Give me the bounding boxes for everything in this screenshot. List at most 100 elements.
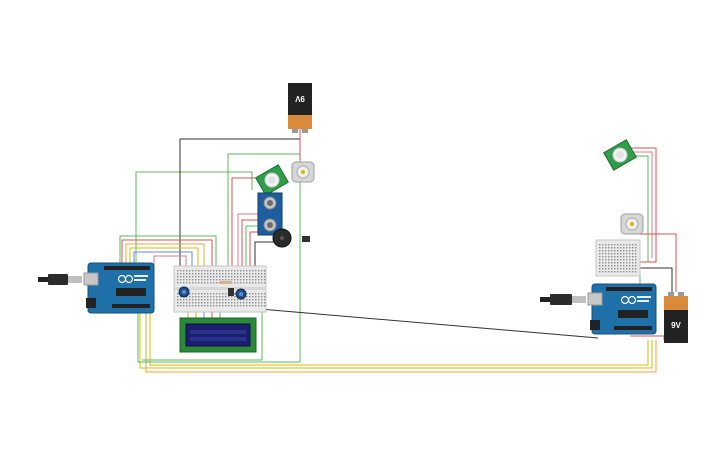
breadboard-hole <box>189 270 191 272</box>
breadboard-hole <box>222 273 224 275</box>
breadboard-hole <box>180 282 182 284</box>
ultrasonic-sensor[interactable] <box>257 192 283 236</box>
pir-sensor-left[interactable] <box>255 164 289 196</box>
breadboard-right[interactable] <box>595 239 641 277</box>
usb-cable-left[interactable] <box>38 274 82 285</box>
breadboard-hole <box>635 247 637 249</box>
lcd-16x2[interactable] <box>179 317 257 353</box>
dc-motor-left[interactable] <box>291 161 315 183</box>
breadboard-hole <box>635 268 637 270</box>
breadboard-hole <box>216 302 218 304</box>
breadboard-hole <box>626 250 628 252</box>
breadboard-hole <box>219 305 221 307</box>
wire-yellow-ard-3[interactable] <box>129 247 199 268</box>
breadboard-hole <box>623 271 625 273</box>
breadboard-hole <box>195 296 197 298</box>
breadboard-hole <box>258 296 260 298</box>
breadboard-hole <box>605 259 607 261</box>
breadboard-hole <box>623 262 625 264</box>
breadboard-hole <box>623 256 625 258</box>
breadboard-hole <box>246 299 248 301</box>
breadboard-hole <box>210 305 212 307</box>
battery-9v-left[interactable]: 9V <box>288 83 312 133</box>
wire-black-buzzer[interactable] <box>254 241 278 268</box>
transistor[interactable] <box>228 288 234 296</box>
dc-motor-right[interactable] <box>620 213 644 235</box>
breadboard-hole <box>620 256 622 258</box>
breadboard-hole <box>249 279 251 281</box>
breadboard-hole <box>222 305 224 307</box>
battery-9v-right[interactable]: 9V <box>664 292 688 343</box>
wire-orange-ard-2[interactable] <box>125 243 205 268</box>
breadboard-hole <box>264 270 266 272</box>
usb-cable-right[interactable] <box>540 294 586 305</box>
wire-green-tall-loop[interactable] <box>137 153 301 363</box>
breadboard-hole <box>219 293 221 295</box>
breadboard-hole <box>231 305 233 307</box>
breadboard-hole <box>261 293 263 295</box>
breadboard-hole <box>608 265 610 267</box>
breadboard-hole <box>198 282 200 284</box>
breadboard-hole <box>198 270 200 272</box>
wire-blue-ard-4[interactable] <box>133 251 193 268</box>
potentiometer-2[interactable] <box>235 288 247 300</box>
breadboard-hole <box>264 279 266 281</box>
breadboard-hole <box>189 282 191 284</box>
wire-orange-bus-2[interactable] <box>145 268 657 373</box>
wire-green-left-loop[interactable] <box>135 171 253 265</box>
breadboard-hole <box>228 305 230 307</box>
breadboard-hole <box>177 282 179 284</box>
breadboard-hole <box>213 299 215 301</box>
breadboard-hole <box>617 259 619 261</box>
breadboard-hole <box>180 305 182 307</box>
breadboard-hole <box>219 279 221 281</box>
breadboard-hole <box>602 265 604 267</box>
breadboard-hole <box>605 256 607 258</box>
wire-pink-ard-6[interactable] <box>153 255 187 268</box>
breadboard-hole <box>620 244 622 246</box>
breadboard-left[interactable] <box>173 265 267 313</box>
breadboard-hole <box>635 244 637 246</box>
potentiometer-1[interactable] <box>178 286 190 298</box>
wire-pink-right-pir[interactable] <box>632 151 653 258</box>
breadboard-hole <box>249 293 251 295</box>
battery-right-label: 9V <box>671 321 681 330</box>
breadboard-hole <box>599 253 601 255</box>
breadboard-hole <box>216 293 218 295</box>
wire-black-cross[interactable] <box>247 307 599 339</box>
breadboard-hole <box>258 279 260 281</box>
arduino-uno-left[interactable] <box>83 262 155 314</box>
wire-red-right-battery[interactable] <box>640 233 677 292</box>
breadboard-hole <box>222 276 224 278</box>
breadboard-hole <box>635 271 637 273</box>
breadboard-hole <box>261 282 263 284</box>
arduino-uno-right[interactable] <box>587 283 657 335</box>
resistor-1[interactable] <box>220 281 232 284</box>
breadboard-hole <box>180 270 182 272</box>
breadboard-hole <box>614 244 616 246</box>
breadboard-hole <box>195 273 197 275</box>
wire-red-right-board[interactable] <box>630 335 665 340</box>
wire-yellow-bus-3[interactable] <box>149 300 649 366</box>
breadboard-hole <box>192 296 194 298</box>
breadboard-hole <box>261 305 263 307</box>
wire-green-ard-5[interactable] <box>119 235 217 268</box>
wire-black-right-battery[interactable] <box>640 267 673 292</box>
piezo-buzzer[interactable] <box>272 228 310 248</box>
breadboard-hole <box>198 293 200 295</box>
wire-pink-sonar[interactable] <box>237 213 262 268</box>
wire-red-pir[interactable] <box>231 177 258 268</box>
breadboard-hole <box>255 282 257 284</box>
breadboard-hole <box>219 282 221 284</box>
breadboard-hole <box>225 299 227 301</box>
breadboard-hole <box>264 299 266 301</box>
breadboard-hole <box>252 273 254 275</box>
wire-green-right-pir[interactable] <box>634 155 649 262</box>
breadboard-hole <box>255 299 257 301</box>
breadboard-hole <box>605 250 607 252</box>
pir-sensor-right[interactable] <box>603 139 637 171</box>
wire-red-ard-1[interactable] <box>121 239 213 268</box>
wire-yellow-bus-1[interactable] <box>139 268 653 369</box>
breadboard-hole <box>183 302 185 304</box>
breadboard-hole <box>228 273 230 275</box>
